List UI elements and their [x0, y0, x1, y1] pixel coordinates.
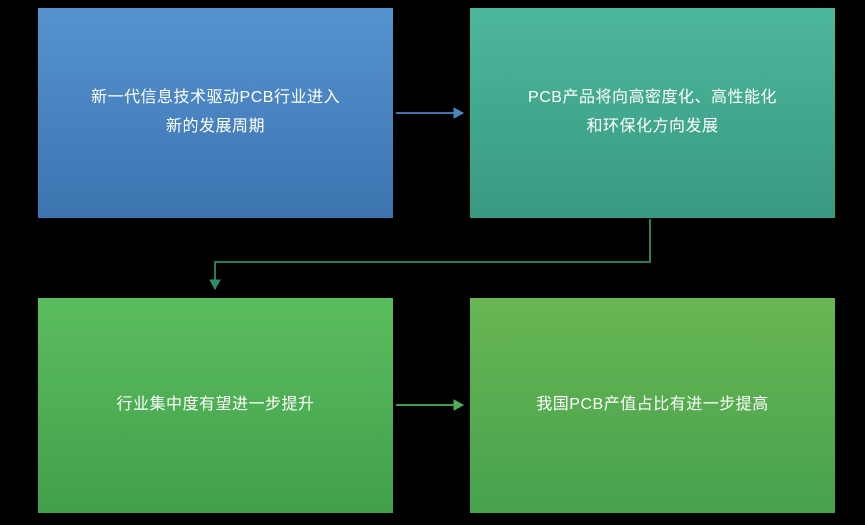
box-text-line: 新的发展周期	[165, 118, 265, 135]
box-pcb-product-direction: PCB产品将向高密度化、高性能化 和环保化方向发展	[470, 8, 835, 218]
box-text-line: PCB产品将向高密度化、高性能化	[528, 89, 777, 107]
arrow-box1-to-box2-head	[453, 107, 465, 119]
box-text-line: 和环保化方向发展	[586, 118, 719, 135]
arrow-box2-to-box3	[214, 219, 651, 289]
box-china-pcb-share: 我国PCB产值占比有进一步提高	[470, 298, 835, 513]
box-new-tech-cycle: 新一代信息技术驱动PCB行业进入 新的发展周期	[38, 8, 393, 218]
box-text-line: 我国PCB产值占比有进一步提高	[536, 396, 769, 414]
box-text-line: 行业集中度有望进一步提升	[116, 396, 315, 414]
box-text-line: 新一代信息技术驱动PCB行业进入	[91, 89, 340, 107]
arrow-box3-to-box4-head	[453, 399, 465, 411]
arrow-box2-to-box3-head	[209, 279, 221, 291]
box-industry-concentration: 行业集中度有望进一步提升	[38, 298, 393, 513]
